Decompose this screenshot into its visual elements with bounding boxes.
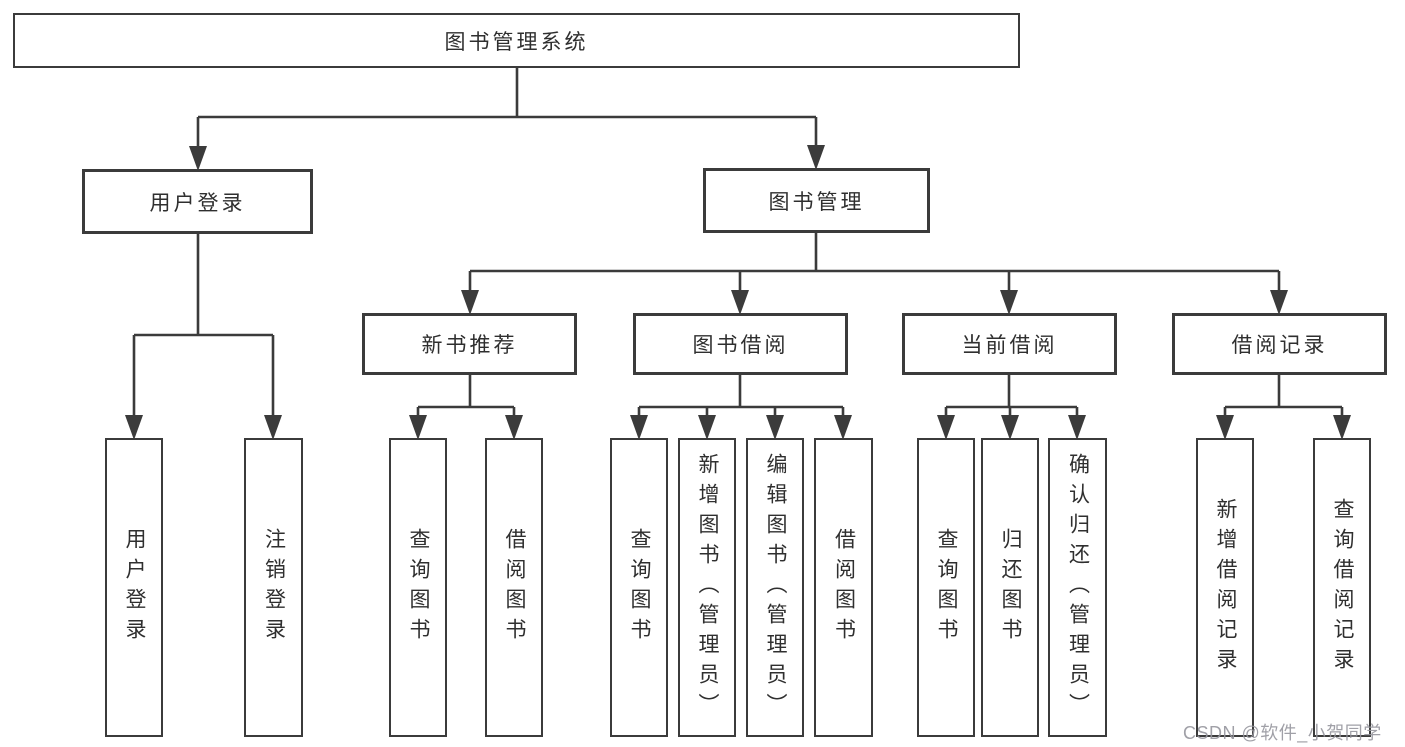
- csdn-watermark: CSDN @软件_小贺同学: [1183, 723, 1382, 743]
- node-library-management-system: 图书管理系统: [13, 13, 1020, 68]
- leaf-borrowing-borrow-books: 借阅图书: [814, 438, 873, 737]
- node-user-login: 用户登录: [82, 169, 313, 234]
- leaf-records-add-record: 新增借阅记录: [1196, 438, 1254, 737]
- leaf-logout: 注销登录: [244, 438, 303, 737]
- leaf-newbook-query-books: 查询图书: [389, 438, 447, 737]
- leaf-user-login: 用户登录: [105, 438, 163, 737]
- leaf-current-confirm-return-admin: 确认归还（管理员）: [1048, 438, 1107, 737]
- leaf-borrowing-add-books-admin: 新增图书（管理员）: [678, 438, 736, 737]
- node-book-borrowing: 图书借阅: [633, 313, 848, 375]
- node-borrowing-records: 借阅记录: [1172, 313, 1387, 375]
- leaf-borrowing-edit-books-admin: 编辑图书（管理员）: [746, 438, 804, 737]
- leaf-newbook-borrow-books: 借阅图书: [485, 438, 543, 737]
- leaf-records-query-record: 查询借阅记录: [1313, 438, 1371, 737]
- node-book-management: 图书管理: [703, 168, 930, 233]
- node-new-book-recommend: 新书推荐: [362, 313, 577, 375]
- node-current-borrowing: 当前借阅: [902, 313, 1117, 375]
- leaf-current-query-books: 查询图书: [917, 438, 975, 737]
- leaf-borrowing-query-books: 查询图书: [610, 438, 668, 737]
- leaf-current-return-books: 归还图书: [981, 438, 1039, 737]
